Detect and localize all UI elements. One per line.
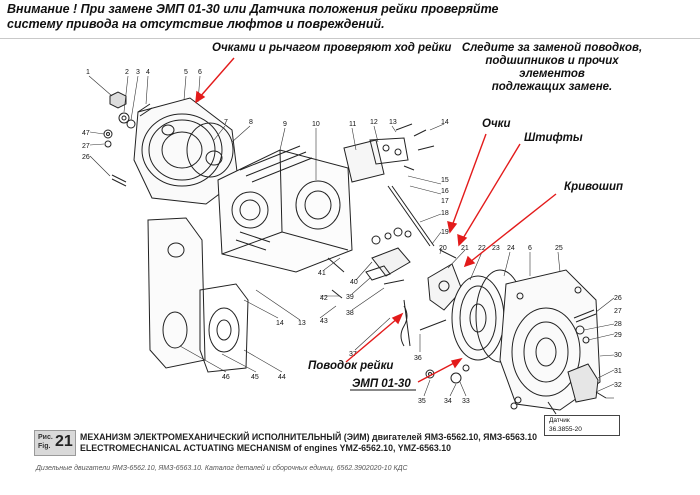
arrow-head <box>195 90 206 104</box>
arrow-head <box>391 312 404 325</box>
part-label: 41 <box>318 270 326 277</box>
part-label: 36 <box>414 355 422 362</box>
part-label: 24 <box>507 245 515 252</box>
part-label: 32 <box>614 382 622 389</box>
part-label: 7 <box>224 119 228 126</box>
leader-lines <box>88 75 615 399</box>
figure-fig-label: Fig. <box>38 443 51 450</box>
part-label: 31 <box>614 368 622 375</box>
note-pins: Штифты <box>524 132 583 144</box>
part-label: 4 <box>146 69 150 76</box>
top-bracket <box>343 123 435 247</box>
linkage-assembly <box>365 227 412 347</box>
catalog-footer: Дизельные двигатели ЯМЗ-6562.10, ЯМЗ-656… <box>36 465 408 472</box>
note-glasses: Очки <box>482 118 511 130</box>
figure-number: 21 <box>55 433 73 450</box>
part-label: 25 <box>555 245 563 252</box>
part-label: 18 <box>441 210 449 217</box>
part-label: 30 <box>614 352 622 359</box>
note-emp: ЭМП 01-30 <box>352 378 411 390</box>
part-label: 38 <box>346 310 354 317</box>
part-label: 16 <box>441 188 449 195</box>
spring <box>400 305 408 347</box>
part-label: 15 <box>441 177 449 184</box>
part-label: 12 <box>370 119 378 126</box>
part-label: 46 <box>222 374 230 381</box>
caption-title-ru: МЕХАНИЗМ ЭЛЕКТРОМЕХАНИЧЕСКИЙ ИСПОЛНИТЕЛЬ… <box>80 432 538 442</box>
part-label: 5 <box>184 69 188 76</box>
part-label: 27 <box>82 143 90 150</box>
part-label: 22 <box>478 245 486 252</box>
part-label: 34 <box>444 398 452 405</box>
part-label: 1 <box>86 69 90 76</box>
part-number-labels: 1 2 3 4 5 6 7 8 9 10 11 12 13 14 15 16 1… <box>82 69 622 405</box>
note-replacement-line1: Следите за заменой поводков, <box>461 42 643 54</box>
part-label: 40 <box>350 279 358 286</box>
part-label: 23 <box>492 245 500 252</box>
part-label: 44 <box>278 374 286 381</box>
note-rack-travel: Очками и рычагом проверяют ход рейки <box>212 42 452 54</box>
caption-title-en: ELECTROMECHANICAL ACTUATING MECHANISM of… <box>80 443 451 453</box>
arrow-head <box>450 357 463 369</box>
sensor-label: Датчик 36.3855-20 <box>544 415 620 436</box>
part-label: 42 <box>320 295 328 302</box>
note-replacement-line2: подшипников и прочих элементов <box>485 55 619 80</box>
part-label: 9 <box>283 121 287 128</box>
part-label: 20 <box>439 245 447 252</box>
part-label: 19 <box>441 229 449 236</box>
front-cover-plate <box>133 97 239 205</box>
part-label: 33 <box>462 398 470 405</box>
crank-assembly <box>419 249 525 363</box>
sensor-label-line2: 36.3855-20 <box>549 426 582 433</box>
part-label: 6 <box>528 245 532 252</box>
part-label: 3 <box>136 69 140 76</box>
figure-ris-label: Рис. <box>38 434 53 441</box>
note-replacement: Следите за заменой поводков, подшипников… <box>452 42 652 94</box>
part-label: 8 <box>249 119 253 126</box>
part-label: 39 <box>346 294 354 301</box>
part-label: 14 <box>276 320 284 327</box>
sensor-label-line1: Датчик <box>549 417 570 424</box>
part-label: 35 <box>418 398 426 405</box>
arrow-head <box>463 255 476 268</box>
main-housing <box>217 145 353 299</box>
part-label: 26 <box>82 154 90 161</box>
part-label: 43 <box>320 318 328 325</box>
part-label: 14 <box>441 119 449 126</box>
part-label: 13 <box>389 119 397 126</box>
part-label: 21 <box>461 245 469 252</box>
part-label: 2 <box>125 69 129 76</box>
part-label: 47 <box>82 130 90 137</box>
warning-text: Внимание ! При замене ЭМП 01-30 или Датч… <box>7 2 499 31</box>
part-label: 11 <box>349 121 356 128</box>
part-label: 29 <box>614 332 622 339</box>
fasteners-left <box>103 91 153 187</box>
part-label: 27 <box>614 308 622 315</box>
arrow-head <box>457 233 468 247</box>
part-label: 13 <box>298 320 306 327</box>
header-divider <box>0 38 700 39</box>
part-label: 28 <box>614 321 622 328</box>
position-sensor <box>547 363 607 415</box>
annotation-arrows <box>195 57 557 383</box>
arrow-head <box>447 221 458 234</box>
part-label: 10 <box>312 121 320 128</box>
note-replacement-line3: подлежащих замене. <box>491 81 613 93</box>
part-label: 6 <box>198 69 202 76</box>
part-label: 17 <box>441 198 449 205</box>
o-ring <box>186 122 234 178</box>
part-label: 37 <box>349 351 357 358</box>
figure-number-box: Рис. Fig. 21 <box>34 430 76 456</box>
note-rack-driver: Поводок рейки <box>308 360 394 372</box>
note-crank: Кривошип <box>564 181 624 193</box>
part-label: 45 <box>251 374 259 381</box>
part-label: 26 <box>614 295 622 302</box>
